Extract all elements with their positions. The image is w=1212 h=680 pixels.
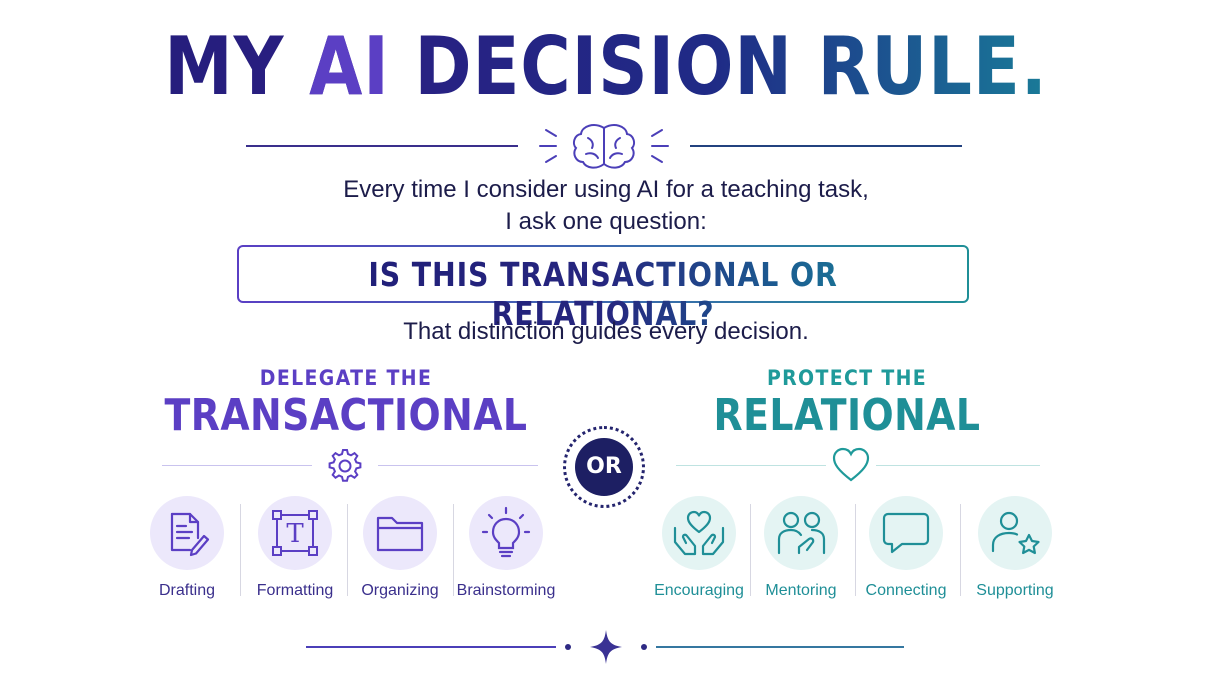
- intro-line-1: Every time I consider using AI for a tea…: [343, 176, 869, 203]
- item-formatting: T Formatting: [242, 496, 348, 600]
- brainstorming-badge: [469, 496, 543, 570]
- brain-icon: [539, 124, 669, 169]
- sparkle-icon: [565, 630, 647, 664]
- separator: [960, 504, 961, 596]
- item-supporting: Supporting: [962, 496, 1068, 600]
- intro-line-2: I ask one question:: [505, 208, 707, 235]
- or-badge: OR: [575, 438, 633, 496]
- separator: [240, 504, 241, 596]
- title-divider-right: [690, 145, 962, 147]
- left-divider-left: [162, 465, 312, 466]
- left-big-heading: TRANSACTIONAL: [164, 390, 528, 441]
- separator: [453, 504, 454, 596]
- subtitle: That distinction guides every decision.: [403, 318, 809, 345]
- folder-icon: [376, 516, 424, 552]
- right-divider-left: [676, 465, 826, 466]
- chat-bubble-icon: [882, 512, 930, 554]
- drafting-label: Drafting: [158, 582, 216, 599]
- separator: [750, 504, 751, 596]
- title-divider-left: [246, 145, 518, 147]
- or-ring: [563, 426, 645, 508]
- question-text: IS THIS TRANSACTIONAL OR RELATIONAL?: [290, 255, 916, 333]
- mentoring-label: Mentoring: [765, 582, 837, 599]
- formatting-badge: T: [258, 496, 332, 570]
- hands-heart-icon: [673, 510, 725, 556]
- bottom-divider-right: [656, 646, 904, 648]
- organizing-badge: [363, 496, 437, 570]
- item-mentoring: Mentoring: [748, 496, 854, 600]
- separator: [347, 504, 348, 596]
- brainstorming-label: Brainstorming: [456, 582, 556, 599]
- item-encouraging: Encouraging: [646, 496, 752, 600]
- bottom-divider-left: [306, 646, 556, 648]
- text-format-icon: T: [272, 510, 318, 556]
- supporting-label: Supporting: [976, 582, 1054, 599]
- document-pen-icon: [170, 512, 210, 557]
- drafting-badge: [150, 496, 224, 570]
- separator: [855, 504, 856, 596]
- svg-text:T: T: [286, 519, 304, 549]
- item-brainstorming: Brainstorming: [453, 496, 559, 600]
- item-drafting: Drafting: [134, 496, 240, 600]
- page-title: MY AI DECISION RULE.: [85, 20, 1127, 113]
- formatting-label: Formatting: [256, 582, 334, 599]
- right-small-heading: PROTECT THE: [766, 366, 928, 390]
- mentoring-badge: [764, 496, 838, 570]
- supporting-badge: [978, 496, 1052, 570]
- person-star-icon: [991, 511, 1040, 555]
- people-icon: [777, 511, 826, 555]
- question-box: IS THIS TRANSACTIONAL OR RELATIONAL?: [237, 245, 969, 333]
- right-divider-right: [876, 465, 1040, 466]
- title-ai: AI: [309, 20, 390, 113]
- heart-icon: [832, 447, 870, 482]
- left-divider-right: [378, 465, 538, 466]
- organizing-label: Organizing: [361, 582, 439, 599]
- encouraging-label: Encouraging: [654, 582, 744, 599]
- connecting-badge: [869, 496, 943, 570]
- title-part-2: DECISION RULE.: [389, 20, 1048, 113]
- lightbulb-icon: [481, 506, 531, 558]
- item-organizing: Organizing: [347, 496, 453, 600]
- left-small-heading: DELEGATE THE: [259, 366, 433, 390]
- title-part-1: MY: [164, 20, 310, 113]
- item-connecting: Connecting: [853, 496, 959, 600]
- gear-icon: [328, 449, 362, 482]
- connecting-label: Connecting: [865, 582, 947, 599]
- right-big-heading: RELATIONAL: [713, 390, 981, 441]
- encouraging-badge: [662, 496, 736, 570]
